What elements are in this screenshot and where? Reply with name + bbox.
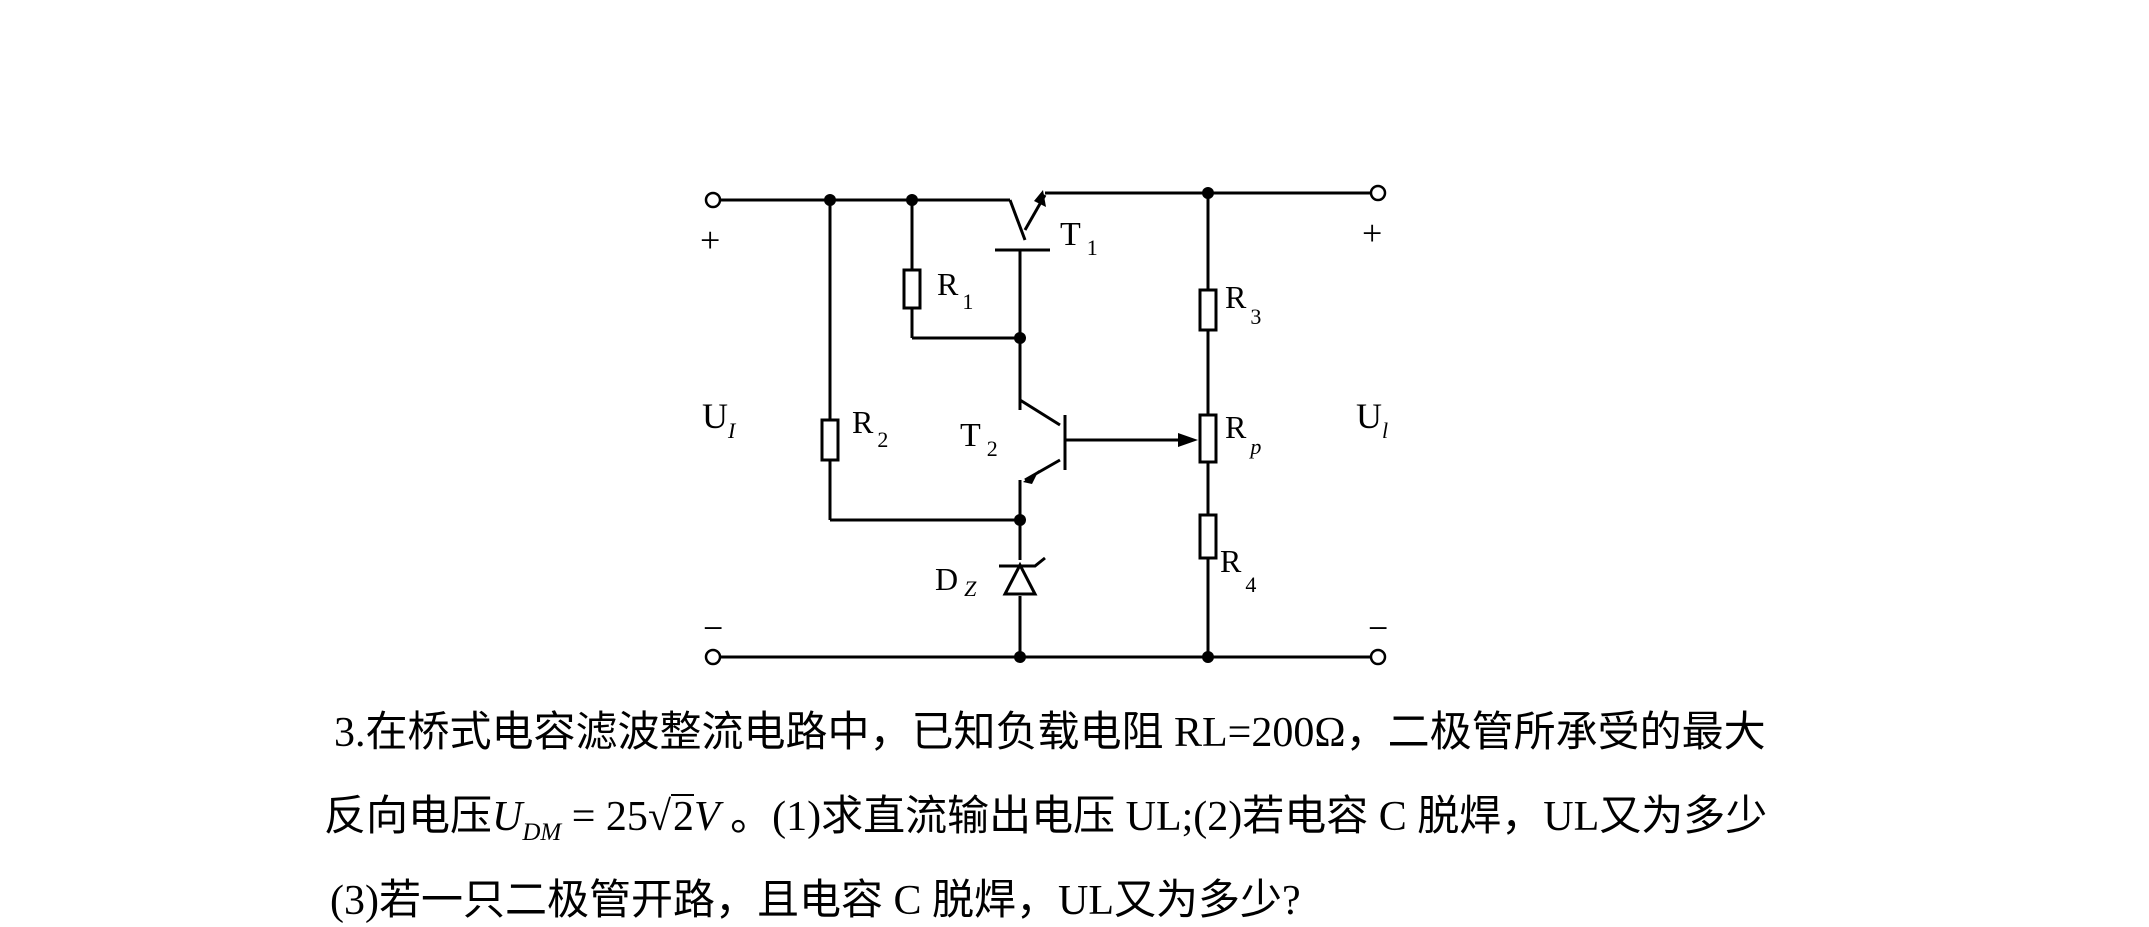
- input-minus-label: −: [703, 608, 723, 648]
- junction-dot: [1014, 332, 1026, 344]
- r3-label: R3: [1225, 279, 1261, 329]
- question-line-2-suffix: 。(1)求直流输出电压 UL;(2)若电容 C 脱焊，UL又为多少: [719, 794, 1768, 840]
- junction-dot: [1014, 651, 1026, 663]
- sqrt-sign: √: [647, 794, 671, 840]
- t1-emitter-arrow: [1034, 190, 1046, 207]
- question-line-2: 反向电压UDM = 25√2V 。(1)求直流输出电压 UL;(2)若电容 C …: [0, 782, 2149, 846]
- input-plus-label: +: [700, 220, 720, 260]
- formula-sqrt-argument: 2: [671, 794, 694, 840]
- formula-subscript: DM: [522, 819, 562, 846]
- rp-potentiometer: [1198, 413, 1218, 464]
- r1-resistor: [902, 268, 922, 310]
- output-minus-label: −: [1368, 608, 1388, 648]
- input-voltage-label: UI: [702, 396, 737, 443]
- junction-dot: [1202, 651, 1214, 663]
- junction-dot: [1014, 514, 1026, 526]
- zener-diode-bar: [999, 556, 1046, 568]
- question-line-1: 3.在桥式电容滤波整流电路中，已知负载电阻 RL=200Ω，二极管所承受的最大: [334, 710, 1766, 756]
- output-plus-terminal: [1369, 184, 1387, 202]
- rp-label: Rp: [1225, 409, 1261, 459]
- formula-equals: = 25: [561, 794, 648, 840]
- t1-collector-lead: [1008, 199, 1027, 241]
- question-line-2-prefix: 反向电压: [324, 794, 493, 840]
- junction-dot: [824, 194, 836, 206]
- r2-resistor: [820, 418, 840, 462]
- output-voltage-label: Ul: [1356, 396, 1388, 443]
- zener-diode-triangle: [1002, 561, 1038, 596]
- output-plus-label: +: [1362, 213, 1382, 253]
- r4-resistor: [1198, 513, 1218, 560]
- junction-dot: [1202, 187, 1214, 199]
- t2-collector-lead: [1019, 398, 1061, 427]
- t2-emitter-arrow: [1023, 470, 1039, 484]
- question-line-3: (3)若一只二极管开路，且电容 C 脱焊，UL又为多少?: [330, 878, 1301, 924]
- junction-dot: [906, 194, 918, 206]
- rp-wiper-arrow: [1178, 433, 1198, 447]
- input-minus-terminal: [704, 648, 722, 666]
- output-minus-terminal: [1369, 648, 1387, 666]
- r3-resistor: [1198, 288, 1218, 332]
- formula-v: V: [694, 794, 720, 840]
- input-plus-terminal: [704, 191, 722, 209]
- r4-label: R4: [1220, 543, 1256, 597]
- formula-u: U: [492, 794, 523, 840]
